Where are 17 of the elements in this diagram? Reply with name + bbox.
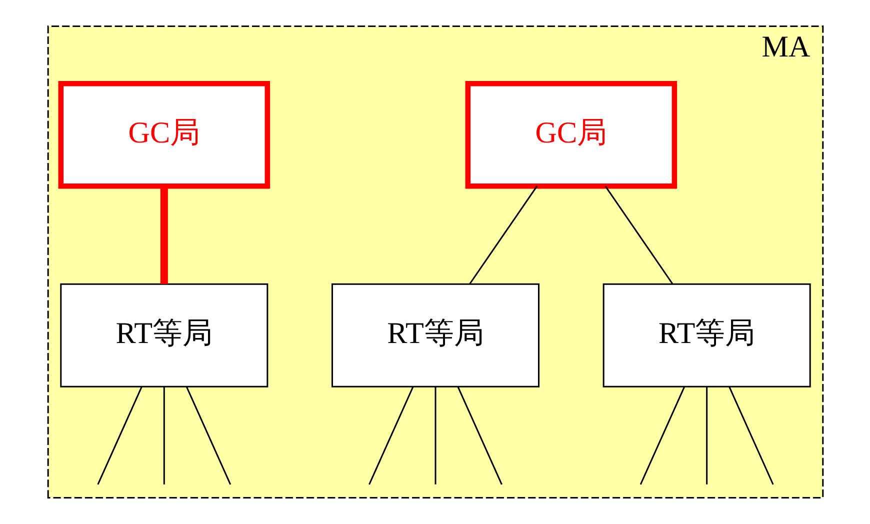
connector: [368, 386, 414, 485]
connector: [456, 386, 502, 485]
connector: [604, 186, 673, 284]
connector: [185, 386, 231, 485]
connector: [96, 386, 142, 485]
connector: [162, 386, 164, 484]
node-box: GC局: [58, 80, 270, 189]
connector: [160, 186, 168, 284]
connector: [468, 186, 538, 284]
connector: [639, 386, 685, 485]
connector: [728, 386, 774, 485]
node-box: RT等局: [330, 283, 540, 388]
node-box: GC局: [464, 80, 677, 189]
connector: [434, 386, 436, 484]
connector: [706, 386, 708, 484]
node-box: RT等局: [60, 283, 268, 388]
node-box: RT等局: [602, 283, 810, 388]
